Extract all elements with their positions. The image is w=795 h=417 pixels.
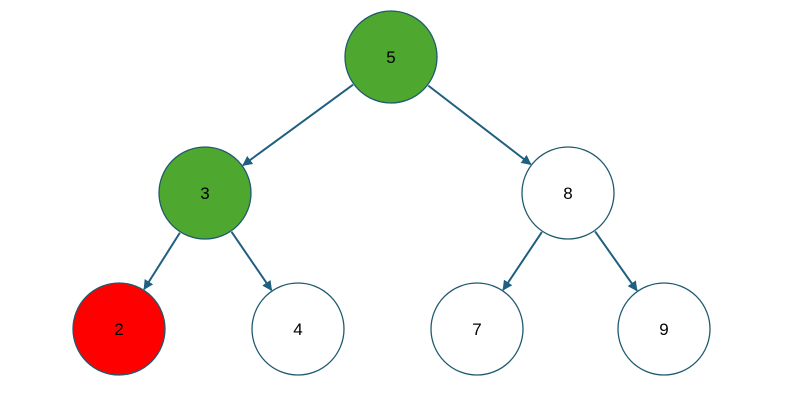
node-label-9: 9	[659, 320, 668, 339]
node-circle-7	[430, 282, 524, 376]
tree-node-8: 8	[521, 146, 615, 240]
node-circle-5	[344, 10, 438, 104]
edge-arrow-n3-n2	[143, 232, 181, 291]
edges-layer	[143, 83, 638, 292]
node-label-7: 7	[472, 320, 481, 339]
tree-node-2: 2	[72, 282, 166, 376]
node-circle-3	[158, 146, 252, 240]
node-circle-4	[251, 282, 345, 376]
node-circle-9	[617, 282, 711, 376]
tree-node-7: 7	[430, 282, 524, 376]
node-label-5: 5	[386, 48, 395, 67]
edge-arrow-n8-n7	[502, 231, 543, 291]
node-label-4: 4	[293, 320, 302, 339]
tree-node-9: 9	[617, 282, 711, 376]
tree-node-4: 4	[251, 282, 345, 376]
edge-arrow-n8-n9	[594, 230, 638, 292]
node-label-3: 3	[200, 184, 209, 203]
nodes-layer: 5 3 8 2 4 7 9	[72, 10, 711, 376]
node-label-2: 2	[114, 320, 123, 339]
node-circle-8	[521, 146, 615, 240]
edge-arrow-n3-n4	[230, 231, 273, 292]
node-label-8: 8	[563, 184, 572, 203]
tree-node-3: 3	[158, 146, 252, 240]
tree-node-5: 5	[344, 10, 438, 104]
edge-arrow-n5-n3	[242, 83, 354, 167]
node-circle-2	[72, 282, 166, 376]
edge-arrow-n5-n8	[427, 84, 532, 166]
